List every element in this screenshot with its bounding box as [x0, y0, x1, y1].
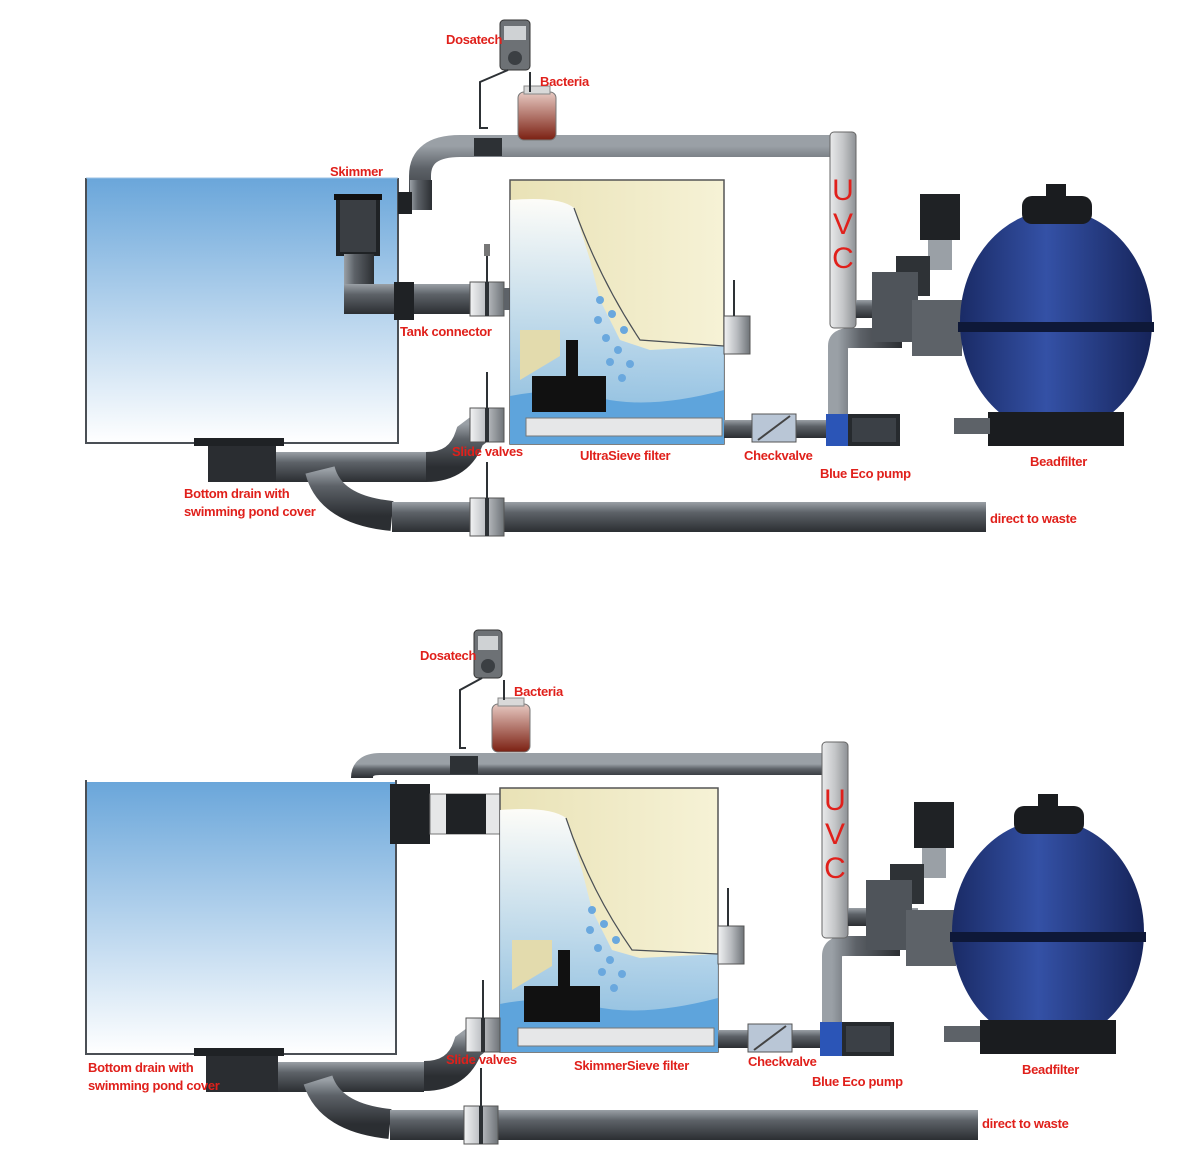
label-dosatech: Dosatech: [446, 32, 502, 47]
diagram-top: UVC Dosatech Bacteria Skimmer Tank conne…: [85, 19, 1154, 537]
return-pipe: [409, 135, 830, 210]
label-beadfilter: Beadfilter: [1030, 454, 1087, 469]
water-drops: [594, 296, 634, 382]
beadfilter: [944, 794, 1146, 1054]
bottom-drain: [194, 438, 284, 482]
beadfilter: [954, 184, 1154, 446]
label-checkvalve: Checkvalve: [744, 448, 813, 463]
blue-eco-pump: [820, 1022, 894, 1056]
skimmer: [334, 194, 382, 256]
label-dosatech: Dosatech: [420, 648, 476, 663]
label-bottom-drain-line1: Bottom drain with: [88, 1060, 194, 1075]
label-pump: Blue Eco pump: [820, 466, 911, 481]
bottom-drain: [194, 1048, 284, 1092]
label-filter: SkimmerSieve filter: [574, 1058, 689, 1073]
label-bottom-drain-line2: swimming pond cover: [88, 1078, 220, 1093]
dosatech-unit: [479, 19, 531, 129]
label-bottom-drain-line2: swimming pond cover: [184, 504, 316, 519]
ultrasieve-filter: [509, 179, 751, 445]
dosatech-unit: [459, 629, 503, 749]
label-bacteria: Bacteria: [514, 684, 564, 699]
label-beadfilter: Beadfilter: [1022, 1062, 1079, 1077]
return-pipe: [351, 753, 824, 779]
pond-water: [86, 782, 396, 1054]
label-waste: direct to waste: [982, 1116, 1069, 1131]
valve-assembly: [872, 194, 962, 356]
label-pump: Blue Eco pump: [812, 1074, 903, 1089]
label-bacteria: Bacteria: [540, 74, 590, 89]
blue-eco-pump: [826, 414, 900, 446]
bacteria-jar: [517, 72, 557, 141]
label-checkvalve: Checkvalve: [748, 1054, 817, 1069]
uvc-unit: [829, 131, 857, 329]
label-slide-valves: Slide valves: [452, 444, 523, 459]
label-slide-valves: Slide valves: [446, 1052, 517, 1067]
label-tank-connector: Tank connector: [400, 324, 492, 339]
label-filter: UltraSieve filter: [580, 448, 671, 463]
label-waste: direct to waste: [990, 511, 1077, 526]
label-bottom-drain-line1: Bottom drain with: [184, 486, 290, 501]
bacteria-jar: [491, 680, 531, 753]
label-skimmer: Skimmer: [330, 164, 383, 179]
valve-assembly: [866, 802, 956, 966]
skimmersieve-filter: [499, 787, 745, 1053]
uvc-unit: [821, 741, 849, 939]
water-drops: [586, 906, 626, 992]
tank-connector: [394, 282, 414, 320]
